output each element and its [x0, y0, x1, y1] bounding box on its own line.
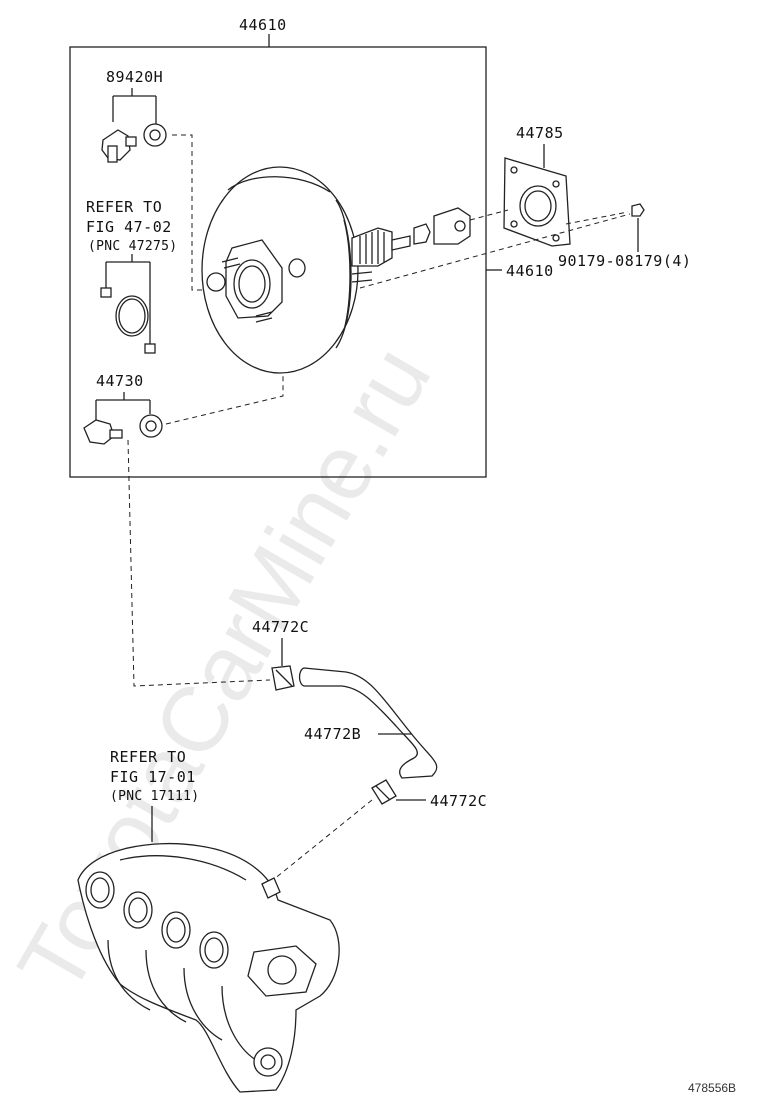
union-fitting[interactable] [83, 419, 123, 445]
label-44610-side[interactable]: 44610 [506, 262, 554, 280]
refer-47-line2[interactable]: FIG 47-02 [86, 218, 172, 236]
dash-rod-to-gasket [469, 209, 629, 225]
bracket-refer-47 [105, 254, 151, 346]
figure-id: 478556B [688, 1081, 736, 1095]
label-90179[interactable]: 90179-08179(4) [558, 252, 691, 270]
label-44772c-top[interactable]: 44772C [252, 618, 309, 636]
label-44730[interactable]: 44730 [96, 372, 144, 390]
label-44772c-bottom[interactable]: 44772C [430, 792, 487, 810]
label-44785[interactable]: 44785 [516, 124, 564, 142]
dash-union-to-clip [127, 439, 271, 687]
label-44772b[interactable]: 44772B [304, 725, 361, 743]
grommet-89420h[interactable] [143, 123, 167, 147]
brake-booster[interactable] [201, 166, 411, 374]
refer-47-line1[interactable]: REFER TO [86, 198, 162, 216]
push-rod-clevis[interactable] [413, 207, 471, 245]
assembly-frame [69, 46, 487, 478]
refer-47-line3[interactable]: (PNC 47275) [88, 239, 177, 254]
refer-17-line1[interactable]: REFER TO [110, 748, 186, 766]
vacuum-hose[interactable] [298, 667, 438, 779]
label-89420h[interactable]: 89420H [106, 68, 163, 86]
dash-89420h-to-booster [172, 134, 212, 291]
bracket-44730 [95, 392, 151, 422]
refer-47-parts [100, 287, 156, 354]
gasket-plate[interactable] [503, 157, 571, 247]
bracket-89420h [112, 88, 157, 124]
grommet-44730[interactable] [139, 414, 163, 438]
hose-clip-top[interactable] [271, 665, 295, 691]
refer-17-line2[interactable]: FIG 17-01 [110, 768, 196, 786]
dash-booster-to-nut [359, 213, 631, 289]
label-44610-top[interactable]: 44610 [239, 16, 287, 34]
refer-17-line3[interactable]: (PNC 17111) [110, 789, 199, 804]
hose-clip-bottom[interactable] [371, 779, 397, 805]
flange-nut[interactable] [631, 203, 645, 217]
intake-manifold[interactable] [77, 842, 340, 1093]
check-valve-sensor[interactable] [101, 129, 137, 163]
dash-clip-to-manifold [267, 799, 373, 885]
